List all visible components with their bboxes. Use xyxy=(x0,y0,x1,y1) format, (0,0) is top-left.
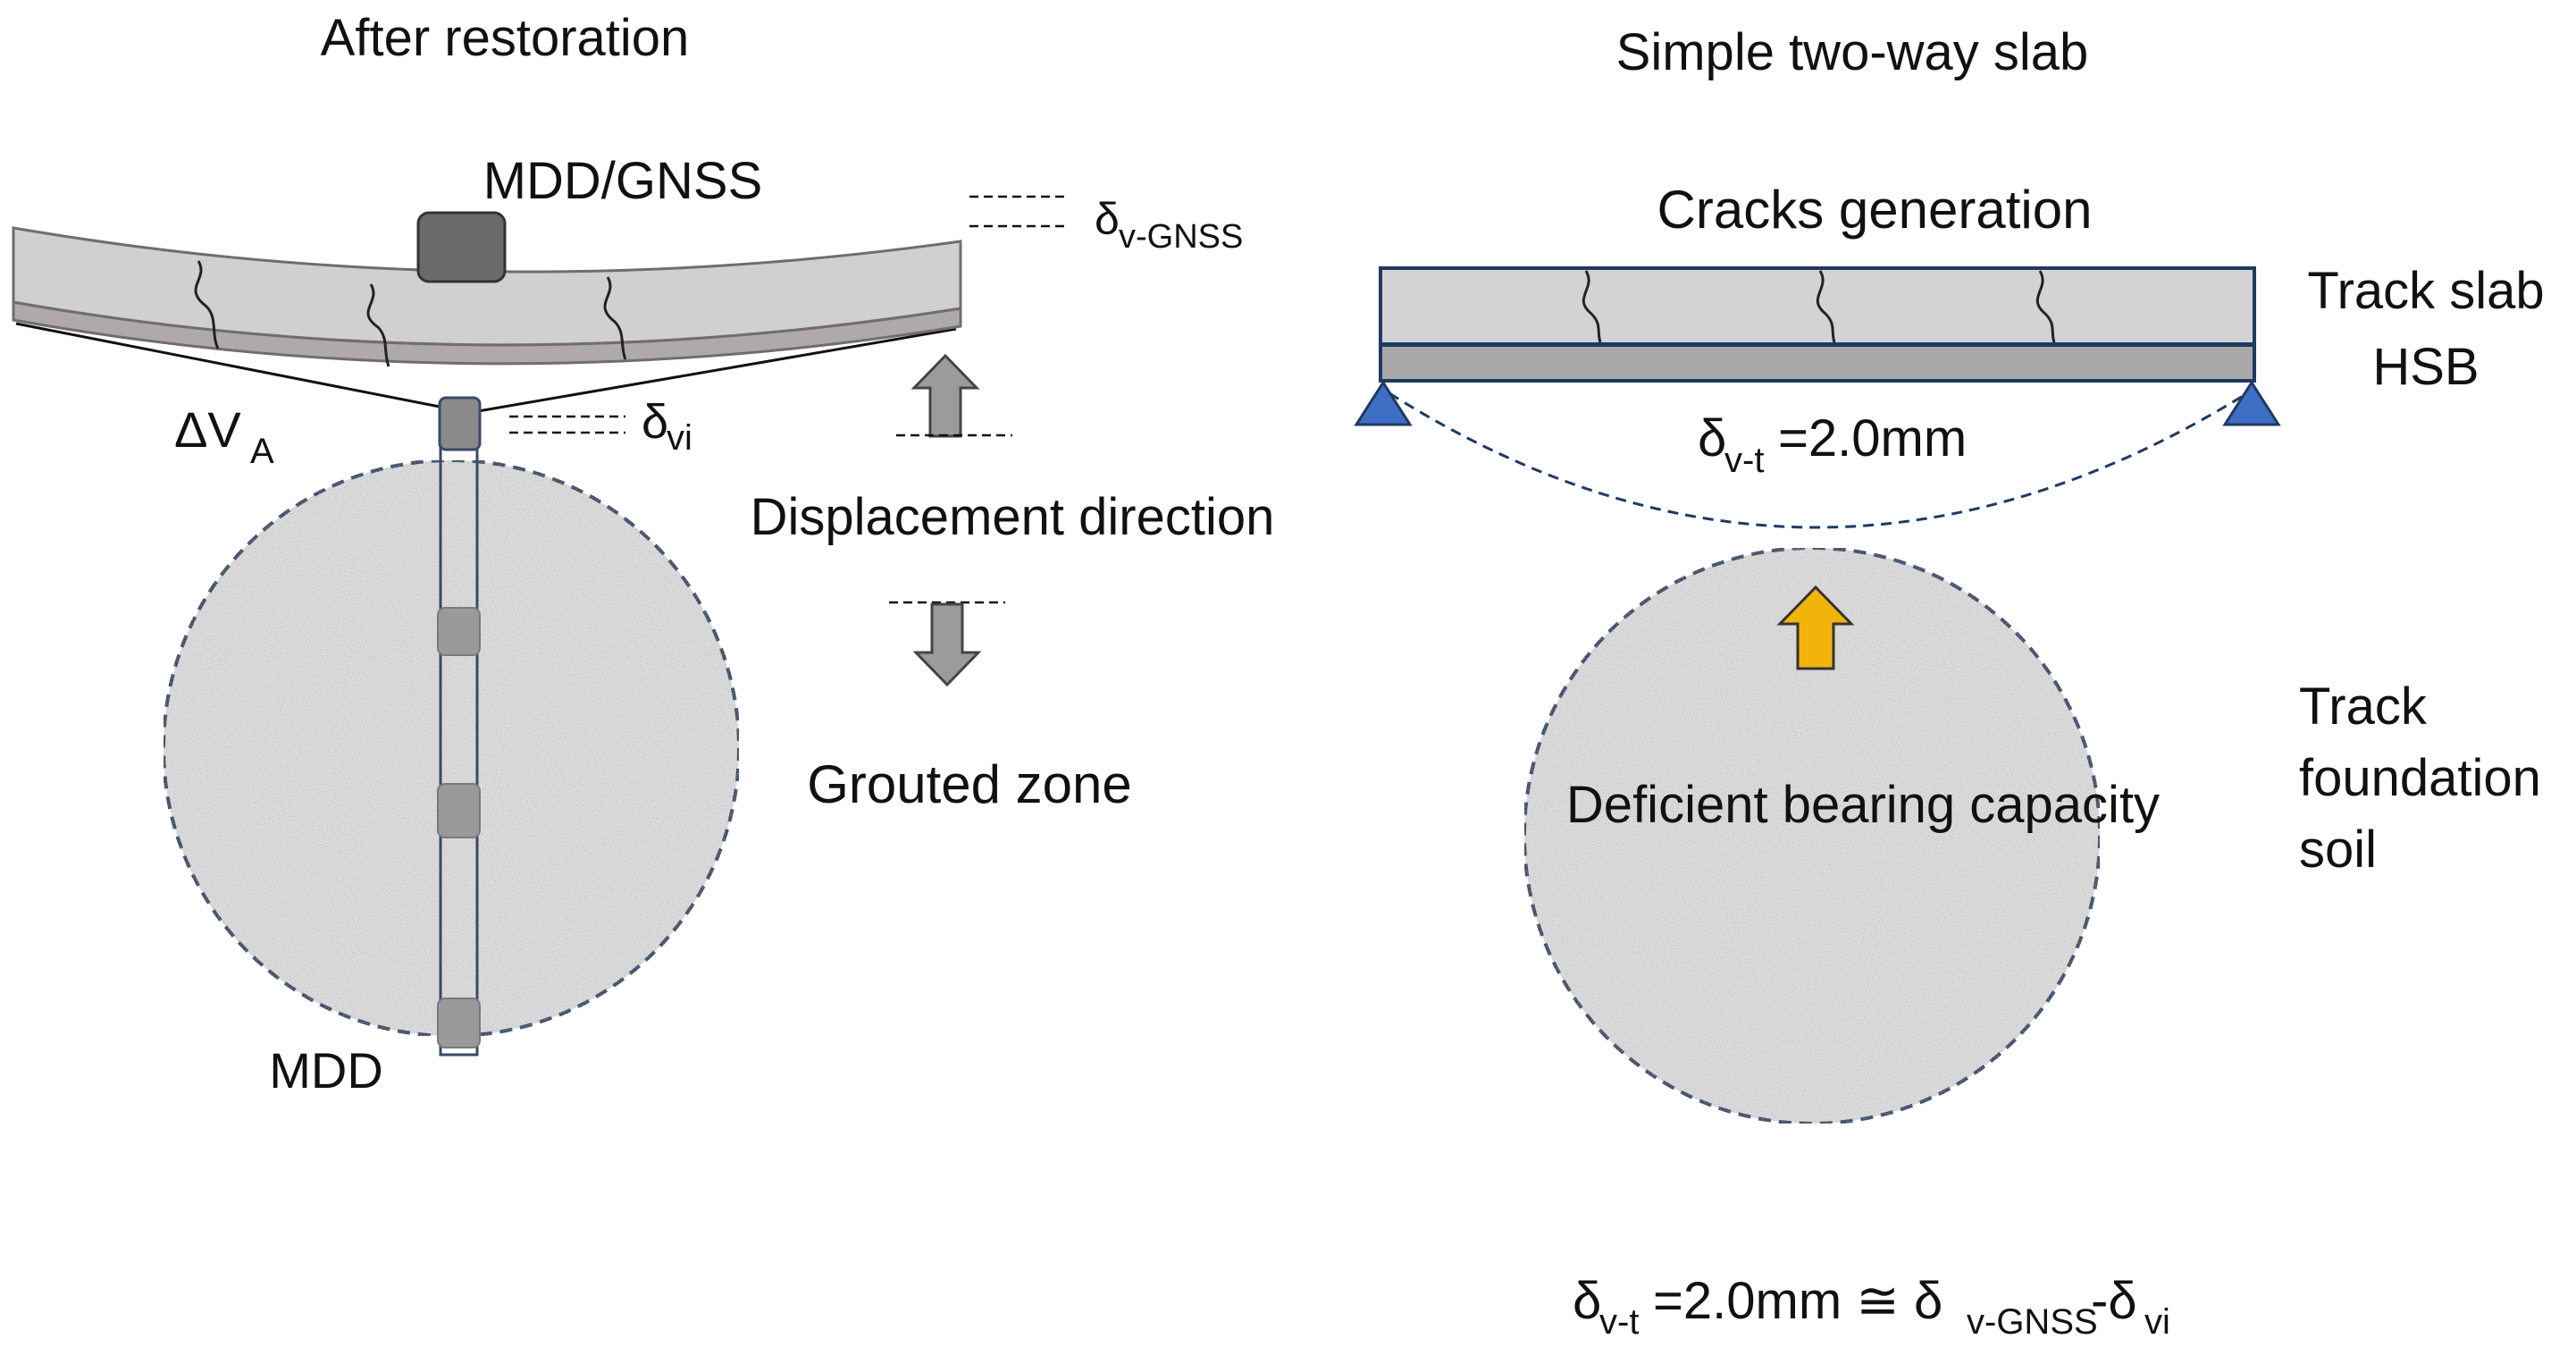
grouted-zone-label: Grouted zone xyxy=(807,754,1132,814)
crack-2 xyxy=(366,283,390,367)
bearing-label: Deficient bearing capacity xyxy=(1566,776,2160,834)
gnss-delta-symbol: δ xyxy=(1095,194,1120,244)
track-slab-label: Track slab xyxy=(2307,262,2544,320)
mdd-top-cap xyxy=(438,396,482,451)
soil-label-line1: Track xyxy=(2299,678,2428,736)
mdd-anchor-3 xyxy=(437,998,481,1048)
flat-crack-2 xyxy=(1816,270,1836,343)
deflected-shape xyxy=(1389,391,2248,529)
gnss-sensor xyxy=(416,211,507,283)
support-right-icon xyxy=(2222,380,2281,426)
left-panel-title: After restoration xyxy=(321,9,690,67)
bearing-arrow-icon xyxy=(1776,585,1855,670)
flat-crack-1 xyxy=(1582,270,1602,343)
equation-part2-subscript: v-GNSS xyxy=(1967,1302,2098,1342)
flat-hsb-layer xyxy=(1379,343,2256,383)
flat-crack-3 xyxy=(2035,270,2056,343)
deflection-subscript: v-t xyxy=(1724,441,1764,480)
mdd-label: MDD xyxy=(269,1042,383,1099)
vi-delta-subscript: vi xyxy=(667,418,692,458)
soil-label-line2: foundation xyxy=(2299,749,2541,807)
dv-subscript: A xyxy=(250,432,274,471)
equation-part3-subscript: vi xyxy=(2144,1302,2170,1342)
crack-1 xyxy=(194,260,220,349)
mdd-anchor-2 xyxy=(437,783,481,838)
foundation-soil-circle xyxy=(1523,546,2102,1125)
deflection-symbol: δ xyxy=(1698,409,1726,467)
equation-part3: -δ xyxy=(2091,1272,2137,1330)
flat-track-slab xyxy=(1379,266,2256,346)
right-panel-title: Simple two-way slab xyxy=(1616,23,2089,81)
curved-track-slab xyxy=(12,226,962,347)
sensor-label: MDD/GNSS xyxy=(483,152,763,210)
soil-label-line3: soil xyxy=(2299,821,2377,879)
deflection-line-left xyxy=(15,322,441,408)
arrow-down-icon xyxy=(912,602,982,687)
deflection-value: =2.0mm xyxy=(1778,409,1967,467)
dv-label: ΔV xyxy=(174,401,241,458)
arrow-up-icon xyxy=(910,353,980,438)
deflection-line-right xyxy=(477,327,957,413)
hsb-label: HSB xyxy=(2372,338,2479,396)
grouted-zone-circle xyxy=(162,459,741,1038)
equation-part1-subscript: v-t xyxy=(1599,1302,1639,1342)
cracks-label: Cracks generation xyxy=(1657,180,2093,240)
vi-delta-symbol: δ xyxy=(642,395,668,449)
equation-part1-symbol: δ xyxy=(1573,1272,1601,1330)
mdd-anchor-1 xyxy=(437,607,481,656)
support-left-icon xyxy=(1354,380,1413,426)
gnss-delta-subscript: v-GNSS xyxy=(1119,218,1243,256)
crack-3 xyxy=(603,276,627,360)
displacement-label: Displacement direction xyxy=(751,488,1275,546)
equation-part2: =2.0mm ≅ δ xyxy=(1653,1272,1942,1330)
